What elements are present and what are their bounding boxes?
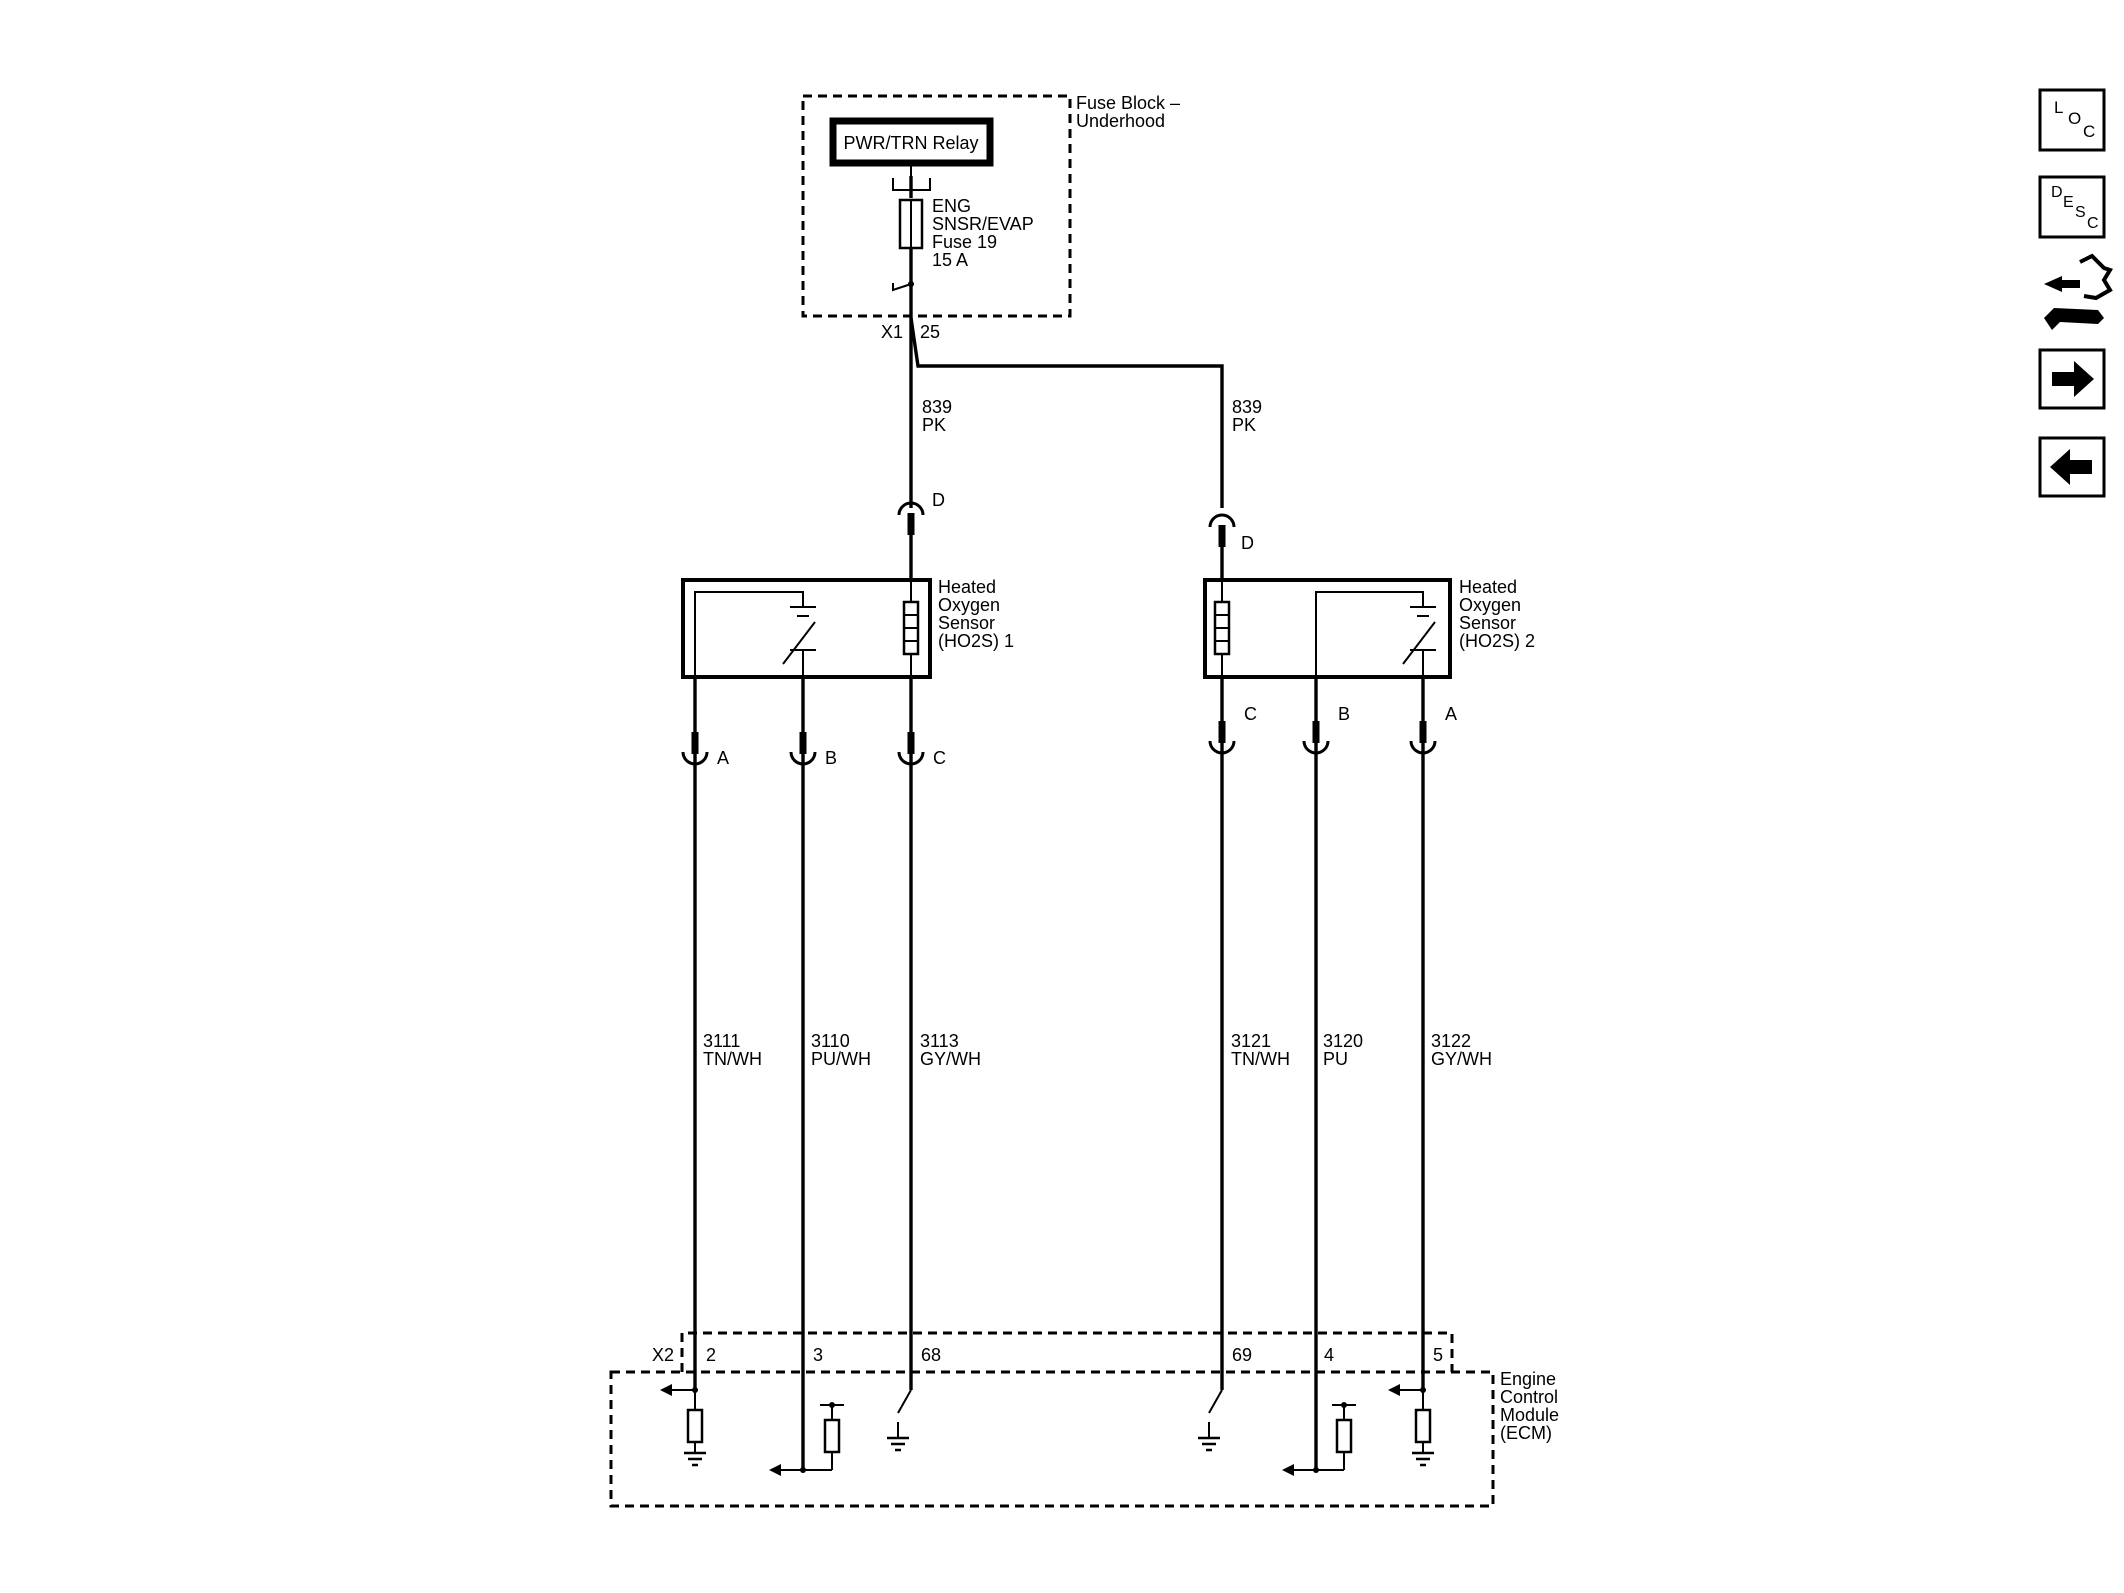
- sensor1-label-3: Sensor: [938, 613, 995, 633]
- sensor2-outline: [1203, 578, 1452, 679]
- ecm-pin-5: 5: [1433, 1345, 1443, 1365]
- fuse-block-underhood: Fuse Block – Underhood PWR/TRN Relay ENG…: [801, 93, 1180, 342]
- ecm-label-1: Engine: [1500, 1369, 1556, 1389]
- ecm-connector-x2: X2: [652, 1345, 674, 1365]
- wire-3121-color: TN/WH: [1231, 1049, 1290, 1069]
- heated-oxygen-sensor-1: Heated Oxygen Sensor (HO2S) 1 A B C: [683, 577, 1014, 768]
- arrow-right-icon: [2052, 361, 2094, 397]
- sensor2-pin-b: B: [1338, 704, 1350, 724]
- wire-3120-circuit: 3120: [1323, 1031, 1363, 1051]
- sensor2-connector-d: [1210, 515, 1234, 547]
- ecm-pin-2: 2: [706, 1345, 716, 1365]
- wire-3113-color: GY/WH: [920, 1049, 981, 1069]
- fuse-label-2: SNSR/EVAP: [932, 214, 1034, 234]
- signal-wires: 3111 TN/WH 3110 PU/WH 3113 GY/WH 3121 TN…: [693, 741, 1492, 1470]
- wire-3121-circuit: 3121: [1231, 1031, 1271, 1051]
- desc-letter-s: S: [2075, 204, 2086, 221]
- previous-page-button[interactable]: [2038, 436, 2106, 498]
- wire-839-left-circuit: 839: [922, 397, 952, 417]
- sensor1-label-2: Oxygen: [938, 595, 1000, 615]
- wire-3110-color: PU/WH: [811, 1049, 871, 1069]
- fuse-block-title-1: Fuse Block –: [1076, 93, 1180, 113]
- heated-oxygen-sensor-2: Heated Oxygen Sensor (HO2S) 2 C B A: [1203, 577, 1535, 753]
- desc-button[interactable]: D E S C: [2038, 175, 2106, 239]
- ecm-circuit-pin69: [1196, 1389, 1223, 1452]
- sensor1-pin-a: A: [717, 748, 729, 768]
- desc-letter-e: E: [2063, 194, 2074, 211]
- sensor2-label-2: Oxygen: [1459, 595, 1521, 615]
- next-page-button[interactable]: [2038, 348, 2106, 410]
- ecm-label-2: Control: [1500, 1387, 1558, 1407]
- sensor1-pin-c: C: [933, 748, 946, 768]
- loc-letter-o: O: [2068, 109, 2081, 128]
- ecm-outline: [609, 1370, 1495, 1508]
- ecm-label-3: Module: [1500, 1405, 1559, 1425]
- desc-letter-d: D: [2051, 184, 2063, 201]
- relay-label: PWR/TRN Relay: [843, 133, 978, 153]
- sensor2-element: [1402, 621, 1436, 665]
- wire-3111-color: TN/WH: [703, 1049, 762, 1069]
- ecm-circuit-pin3: [769, 1402, 844, 1476]
- ecm-pin-4: 4: [1324, 1345, 1334, 1365]
- fuse-block-title-2: Underhood: [1076, 111, 1165, 131]
- wire-3113-circuit: 3113: [920, 1031, 959, 1051]
- wire-3111-circuit: 3111: [703, 1031, 740, 1051]
- sensor2-label-4: (HO2S) 2: [1459, 631, 1535, 651]
- desc-letter-c: C: [2087, 215, 2099, 232]
- fuse-block-connector-x1: X1: [881, 322, 903, 342]
- fuse-label-1: ENG: [932, 196, 971, 216]
- sensor2-label-3: Sensor: [1459, 613, 1516, 633]
- sensor2-pin-c: C: [1244, 704, 1257, 724]
- sensor1-label-4: (HO2S) 1: [938, 631, 1014, 651]
- wire-3122-color: GY/WH: [1431, 1049, 1492, 1069]
- sensor1-outline: [681, 578, 932, 679]
- ecm-circuit-pin68: [885, 1389, 912, 1452]
- ecm-pin-69: 69: [1232, 1345, 1252, 1365]
- connector-wrench-icon[interactable]: [2044, 253, 2113, 330]
- sensor1-pin-d: D: [932, 490, 945, 510]
- loc-letter-l: L: [2054, 98, 2063, 117]
- wire-839-right-color: PK: [1232, 415, 1256, 435]
- loc-letter-c: C: [2083, 122, 2095, 141]
- engine-control-module: X2 Engine Control Module (ECM) 2 3 68 69…: [609, 1331, 1559, 1508]
- ecm-connector-x2-outline: [680, 1331, 1454, 1372]
- ecm-circuit-pin2: [660, 1384, 708, 1467]
- sensor2-pin-d: D: [1241, 533, 1254, 553]
- wire-839-right-circuit: 839: [1232, 397, 1262, 417]
- ecm-label-4: (ECM): [1500, 1423, 1552, 1443]
- arrow-left-icon: [2050, 449, 2092, 485]
- pwr-trn-relay: [829, 117, 994, 167]
- ecm-circuit-pin5: [1388, 1384, 1436, 1467]
- wire-3110-circuit: 3110: [811, 1031, 850, 1051]
- fuse-label-3: Fuse 19: [932, 232, 997, 252]
- fuse-label-4: 15 A: [932, 250, 968, 270]
- ecm-pin-3: 3: [813, 1345, 823, 1365]
- wire-839-left-color: PK: [922, 415, 946, 435]
- fuse-block-outline: [801, 94, 1072, 318]
- loc-button[interactable]: L O C: [2038, 88, 2106, 152]
- wire-839-right: [909, 317, 1224, 508]
- feed-wires: 839 PK 839 PK D D: [899, 285, 1262, 580]
- sensor1-pin-b: B: [825, 748, 837, 768]
- wire-3122-circuit: 3122: [1431, 1031, 1471, 1051]
- wire-3120-color: PU: [1323, 1049, 1348, 1069]
- fuse-block-pin-25: 25: [920, 322, 940, 342]
- sensor1-element: [782, 621, 816, 665]
- ecm-circuit-pin4: [1282, 1402, 1356, 1476]
- sensor1-label-1: Heated: [938, 577, 996, 597]
- ecm-pin-68: 68: [921, 1345, 941, 1365]
- sensor2-pin-a: A: [1445, 704, 1457, 724]
- sensor2-label-1: Heated: [1459, 577, 1517, 597]
